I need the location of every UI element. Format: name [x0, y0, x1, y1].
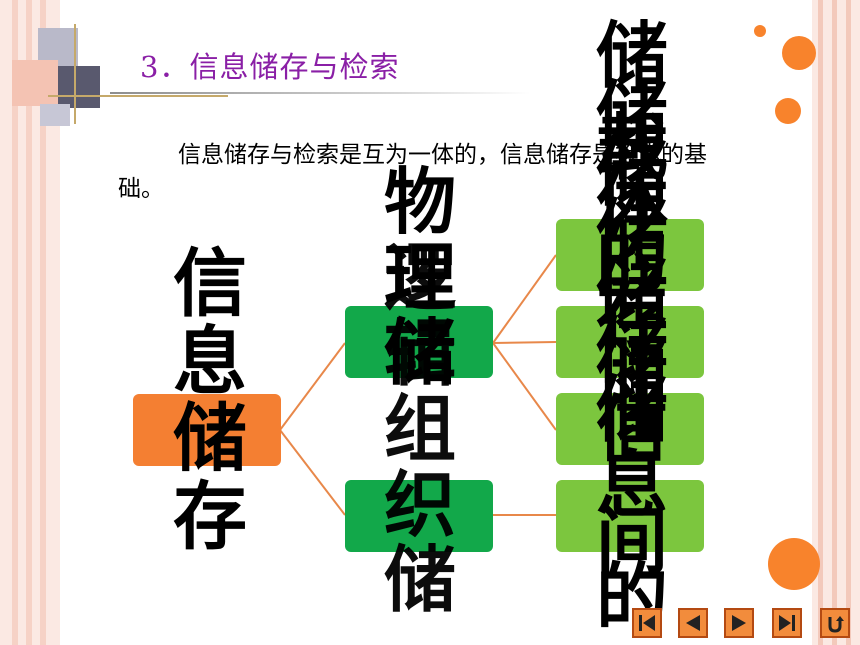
skip-back-icon [639, 615, 655, 631]
triangle-left-icon [686, 615, 700, 631]
slide-title: 3．信息储存与检索 [140, 50, 400, 84]
accent-dot [775, 98, 801, 124]
mid-node-physical[interactable] [345, 306, 493, 378]
leaf-label-a: 储 储 储 储 储 储 储 [592, 13, 672, 453]
frame-stripe [26, 0, 32, 645]
right-frame [812, 0, 860, 645]
decor-square [58, 66, 100, 108]
decor-square [40, 104, 70, 126]
leaf-char: 储 [595, 367, 668, 453]
root-char: 存 [173, 474, 247, 561]
root-node[interactable] [133, 394, 281, 466]
root-char: 信 [173, 241, 247, 327]
return-button[interactable] [820, 608, 850, 638]
leaf-char: 储 [595, 190, 668, 276]
leaf-char: 储 [595, 72, 668, 158]
leaf-char: 储 [595, 308, 668, 394]
leaf-label-b: 载 体 的 存 储 信 息 间 的 [592, 105, 672, 632]
root-char: 储 [173, 396, 247, 483]
intro-paragraph: 信息储存与检索是互为一体的，信息储存是检索的基础。 [118, 138, 738, 206]
accent-dot [768, 538, 820, 590]
triangle-right-icon [732, 615, 746, 631]
accent-dot [782, 36, 816, 70]
mid-char: 储 [383, 310, 456, 396]
mid-label-logical: 逻 辑 组 织 储 [380, 240, 460, 618]
leaf-char: 体 [595, 161, 668, 247]
title-underline [110, 92, 530, 94]
leaf-char: 存 [595, 273, 668, 359]
mid-label-physical: 物 理 储 [380, 164, 460, 391]
root-char: 息 [173, 318, 247, 405]
leaf-char: 储 [595, 131, 668, 217]
decor-line [74, 24, 76, 124]
mid-node-logical[interactable] [345, 480, 493, 552]
leaf-node[interactable] [556, 393, 704, 465]
leaf-char: 储 [595, 249, 668, 335]
mid-char: 储 [383, 537, 456, 623]
leaf-char: 的 [595, 217, 668, 303]
frame-stripe [832, 0, 837, 645]
mid-char: 织 [383, 461, 456, 547]
leaf-char: 储 [595, 329, 668, 415]
accent-dot [754, 25, 766, 37]
frame-stripe [846, 0, 851, 645]
leaf-char: 储 [595, 13, 668, 98]
root-label: 信 息 储 存 [170, 241, 250, 561]
previous-slide-button[interactable] [678, 608, 708, 638]
leaf-node[interactable] [556, 480, 704, 552]
return-arrow-icon [828, 616, 844, 633]
leaf-node[interactable] [556, 219, 704, 291]
first-slide-button[interactable] [632, 608, 662, 638]
leaf-char: 间 [595, 498, 668, 584]
leaf-char: 载 [595, 105, 668, 190]
mid-char: 组 [383, 386, 456, 472]
frame-stripe [40, 0, 46, 645]
frame-stripe [12, 0, 18, 645]
leaf-node[interactable] [556, 306, 704, 378]
leaf-char: 息 [595, 441, 668, 527]
mid-char: 逻 [383, 235, 456, 320]
intro-text: 信息储存与检索是互为一体的，信息储存是检索的基础。 [118, 142, 707, 202]
skip-forward-icon [779, 615, 795, 631]
last-slide-button[interactable] [772, 608, 802, 638]
leaf-char: 信 [595, 385, 668, 471]
frame-stripe [818, 0, 823, 645]
mid-char: 物 [383, 159, 456, 244]
next-slide-button[interactable] [724, 608, 754, 638]
mid-char: 辑 [383, 310, 456, 396]
decor-square [12, 60, 58, 106]
decor-line [48, 95, 228, 97]
mid-char: 理 [383, 234, 456, 320]
